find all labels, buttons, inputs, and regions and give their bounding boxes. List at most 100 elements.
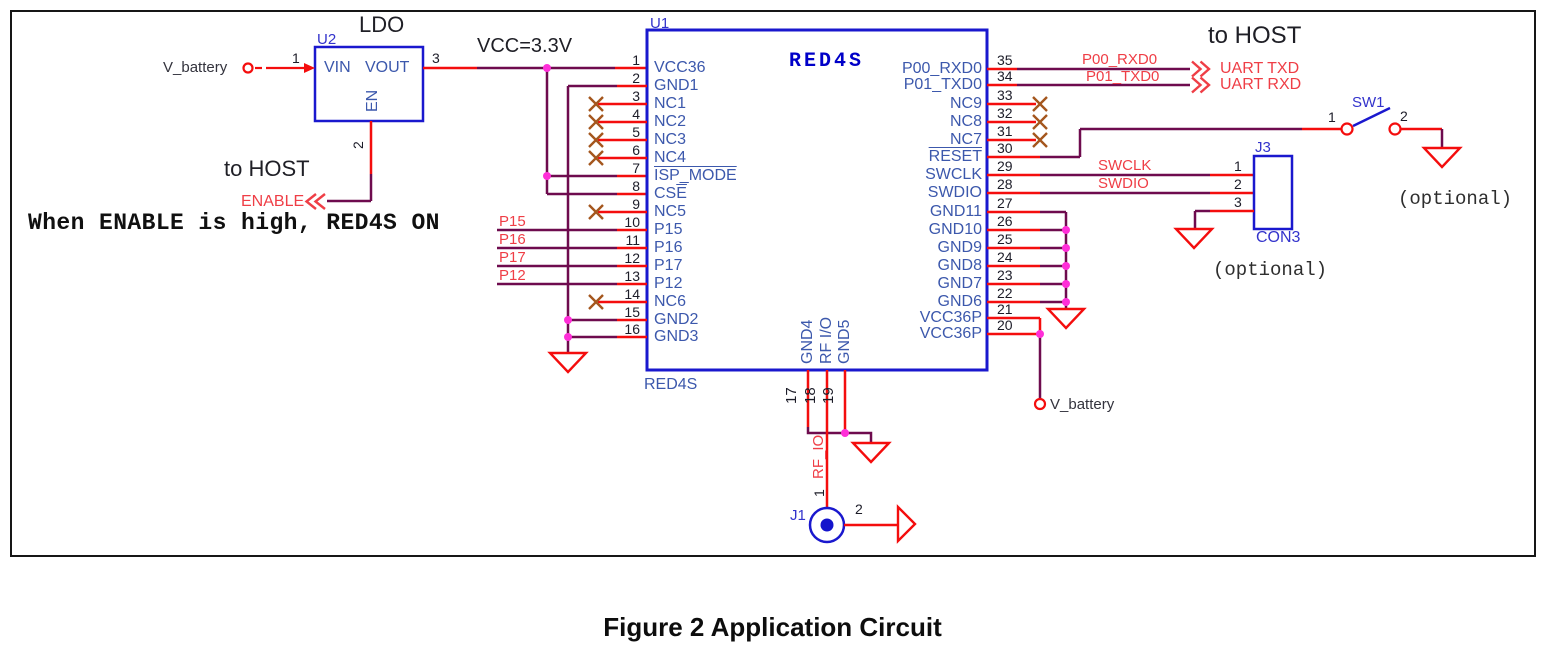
u1-right-pin-number-31: 31 <box>997 123 1013 139</box>
sw1-symbol <box>1340 106 1402 136</box>
u1-left-pin-number-7: 7 <box>632 160 640 176</box>
sw1-pin2-number: 2 <box>1400 108 1408 124</box>
u1-right-pin-number-26: 26 <box>997 213 1013 229</box>
u1-left-pin-name-GND1: GND1 <box>654 77 699 94</box>
v-battery-left-label: V_battery <box>163 59 228 76</box>
ground-symbol-left <box>547 351 589 374</box>
u1-bottom-label: RED4S <box>644 376 698 393</box>
uart-txd-chevron <box>1191 60 1211 78</box>
u1-left-pin-number-13: 13 <box>624 268 640 284</box>
u1-right-pin-name-GND8: GND8 <box>937 257 982 274</box>
u1-right-pin-number-27: 27 <box>997 195 1013 211</box>
to-host-right-label: to HOST <box>1208 22 1302 49</box>
u1-right-pin-number-30: 30 <box>997 140 1013 156</box>
u2-pin-vin: VIN <box>324 59 351 76</box>
u1-left-pin-name-ISP_MODE: ISP_MODE <box>654 167 737 184</box>
j1-pin1-number: 1 <box>811 489 827 497</box>
j3-box <box>1252 154 1294 231</box>
j1-pin2-number: 2 <box>855 501 863 517</box>
ground-symbol-j3 <box>1173 227 1215 250</box>
j1-connector-symbol <box>808 506 846 544</box>
u1-bottom-pin-name-gnd5: GND5 <box>836 319 853 364</box>
u1-left-pin-number-16: 16 <box>624 321 640 337</box>
enable-note: When ENABLE is high, RED4S ON <box>28 210 440 236</box>
vcc-net-label: VCC=3.3V <box>477 35 573 57</box>
u1-right-pin-number-35: 35 <box>997 52 1013 68</box>
net-label-p00-rxd0: P00_RXD0 <box>1082 51 1158 68</box>
enable-chevron <box>304 193 326 210</box>
j3-designator: J3 <box>1255 139 1271 156</box>
optional-con3-label: (optional) <box>1213 259 1328 281</box>
u1-right-pin-number-24: 24 <box>997 249 1013 265</box>
u1-right-pin-name-SWDIO: SWDIO <box>927 184 982 201</box>
u1-left-pin-name-NC6: NC6 <box>654 293 687 310</box>
u1-left-pin-number-4: 4 <box>632 106 640 122</box>
u1-right-pin-name-GND11: GND11 <box>929 203 982 220</box>
u1-right-pin-name-GND9: GND9 <box>937 239 982 256</box>
uart-txd-label: UART TXD <box>1220 60 1300 77</box>
j3-name: CON3 <box>1256 229 1301 246</box>
u1-title: RED4S <box>789 50 865 73</box>
u1-left-pin-number-10: 10 <box>624 214 640 230</box>
u1-left-pin-number-2: 2 <box>632 70 640 86</box>
battery-terminal-right <box>1033 397 1047 411</box>
u1-left-pin-name-CSE: CSE <box>654 185 687 202</box>
u1-bottom-pin-number-18: 18 <box>802 387 819 404</box>
u2-pin1-number: 1 <box>292 50 300 66</box>
u1-right-pin-name-P00_RXD0: P00_RXD0 <box>901 60 982 77</box>
u2-pin3-number: 3 <box>432 50 440 66</box>
u1-right-pin-name-VCC36P: VCC36P <box>919 309 982 326</box>
ground-symbol-sw1 <box>1421 146 1463 169</box>
u1-right-pin-name-P01_TXD0: P01_TXD0 <box>903 76 982 93</box>
u1-right-pin-number-33: 33 <box>997 87 1013 103</box>
net-label-rf-io: RF_IO <box>810 434 827 479</box>
u1-left-pin-name-NC5: NC5 <box>654 203 687 220</box>
u1-right-pin-name-NC8: NC8 <box>949 113 982 130</box>
net-label-p01-txd0: P01_TXD0 <box>1086 68 1160 85</box>
v-battery-right-label: V_battery <box>1050 396 1115 413</box>
u1-box <box>645 28 989 372</box>
j3-pin2-number: 2 <box>1234 176 1242 192</box>
u1-right-pin-number-34: 34 <box>997 68 1013 84</box>
battery-terminal-left <box>242 62 254 74</box>
u1-left-pin-name-P15: P15 <box>654 221 683 238</box>
optional-sw1-label: (optional) <box>1398 188 1513 210</box>
u1-left-pin-name-P12: P12 <box>654 275 683 292</box>
u1-bottom-pin-name-rfio: RF I/O <box>818 316 835 364</box>
u1-left-pin-name-NC2: NC2 <box>654 113 687 130</box>
ground-symbol-bottom <box>850 441 892 464</box>
net-label-p17: P17 <box>499 249 526 266</box>
u1-right-pin-number-28: 28 <box>997 176 1013 192</box>
nc-crosses-right <box>1032 96 1048 148</box>
j1-designator: J1 <box>790 507 806 524</box>
u2-pin-vout: VOUT <box>365 59 410 76</box>
u1-right-pin-number-29: 29 <box>997 158 1013 174</box>
ground-symbol-j1 <box>896 504 917 544</box>
u1-left-pin-name-NC4: NC4 <box>654 149 687 166</box>
sw1-pin1-number: 1 <box>1328 109 1336 125</box>
ldo-title: LDO <box>359 12 405 37</box>
net-label-swdio: SWDIO <box>1098 175 1149 192</box>
sw1-designator: SW1 <box>1352 94 1385 111</box>
ground-symbol-right <box>1045 307 1087 330</box>
uart-rxd-chevron <box>1191 76 1211 94</box>
u1-left-pin-name-P16: P16 <box>654 239 683 256</box>
u1-left-pin-number-3: 3 <box>632 88 640 104</box>
u1-bottom-pin-number-19: 19 <box>820 387 837 404</box>
u1-right-pin-name-GND10: GND10 <box>928 221 982 238</box>
u1-left-pin-name-GND2: GND2 <box>654 311 699 328</box>
u2-box <box>313 45 425 123</box>
u1-right-pin-name-GND7: GND7 <box>937 275 982 292</box>
net-label-p12: P12 <box>499 267 526 284</box>
u2-designator: U2 <box>317 31 337 48</box>
enable-net-label: ENABLE <box>241 193 305 210</box>
u1-left-pin-number-1: 1 <box>632 52 640 68</box>
u2-pin-en: EN <box>364 89 381 112</box>
u1-left-pin-name-NC3: NC3 <box>654 131 687 148</box>
nc-stubs-right <box>987 102 1036 142</box>
u1-right-pin-name-SWCLK: SWCLK <box>925 166 982 183</box>
u1-designator: U1 <box>650 15 670 32</box>
u1-left-pin-number-8: 8 <box>632 178 640 194</box>
uart-rxd-label: UART RXD <box>1220 76 1302 93</box>
